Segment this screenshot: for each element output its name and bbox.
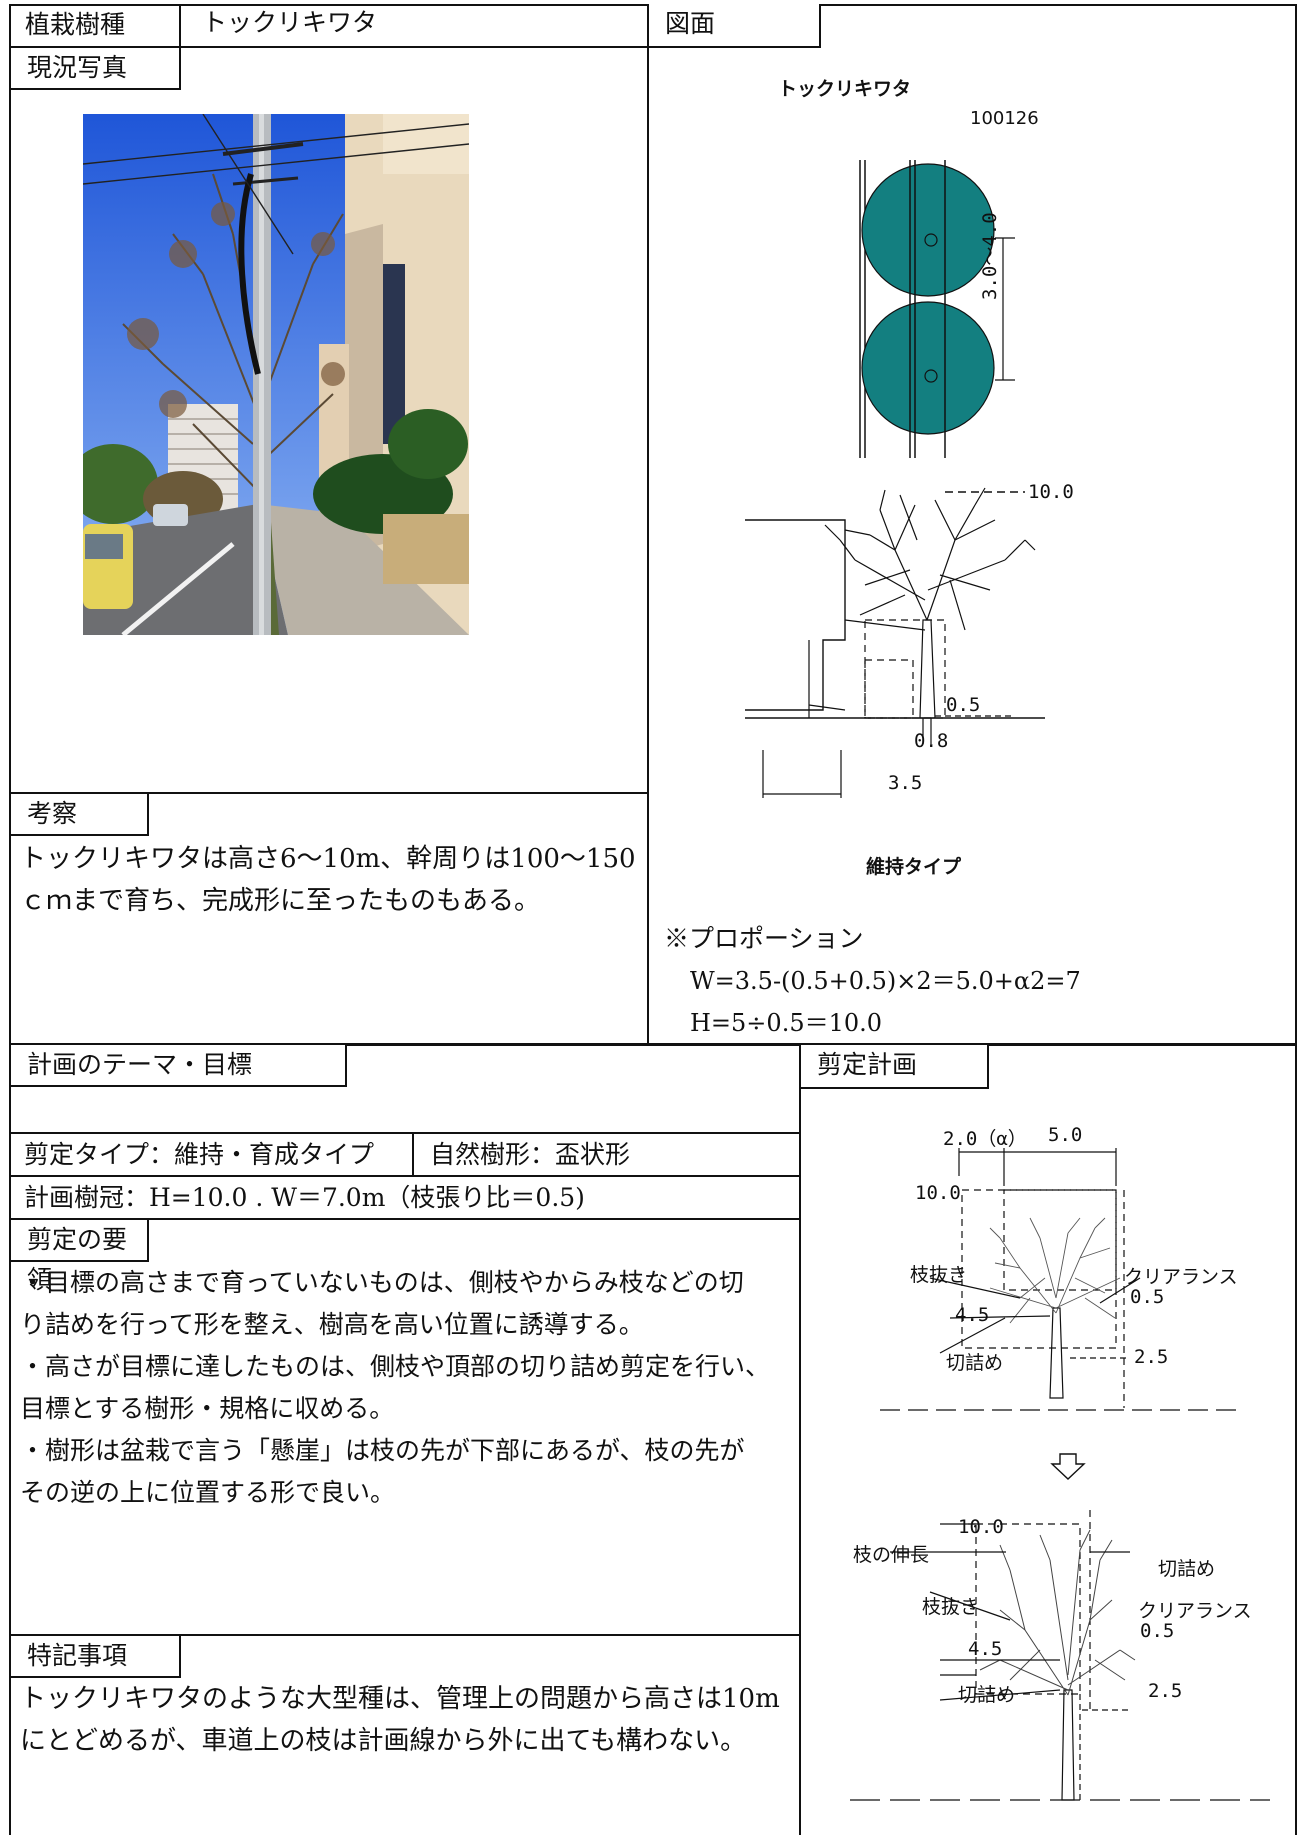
pruning-type: 剪定タイプ：維持・育成タイプ [24,1140,375,1169]
after-clearance: クリアランス [1138,1600,1252,1622]
photo-label: 現況写真 [27,53,128,82]
notes-line-2: にとどめるが、車道上の枝は計画線から外に出ても構わない。 [20,1726,747,1756]
after-height: 10.0 [958,1516,1004,1538]
before-low: 2.5 [1134,1346,1169,1368]
before-clear-val: 0.5 [1130,1286,1165,1308]
dim-width: 3.5 [888,772,923,794]
dim-trunk: 0.8 [914,730,949,752]
method-line-3: ・高さが目標に達したものは、側枝や頂部の切り詰め剪定を行い、 [20,1352,771,1381]
before-clearance: クリアランス [1124,1266,1238,1288]
dim-height: 10.0 [1028,481,1074,503]
notes-label: 特記事項 [27,1641,128,1670]
before-cut: 切詰め [946,1352,1004,1374]
after-thinning: 枝抜き [922,1596,980,1618]
top-dim-width: 5.0 [1048,1124,1083,1146]
species-label: 植栽樹種 [25,10,126,39]
divider-middle [9,1043,1297,1046]
pruning-before-diagram [880,1148,1240,1411]
observation-label: 考察 [27,799,78,828]
proportion-h: H=5÷0.5＝10.0 [690,1009,883,1037]
divider-type-bottom [9,1175,799,1177]
drawing-label-tag: 図面 [649,4,821,48]
notes-line-1: トックリキワタのような大型種は、管理上の問題から高さは10m [20,1684,780,1714]
after-extension: 枝の伸長 [853,1544,930,1566]
natural-form: 自然樹形：盃状形 [430,1140,631,1169]
pruning-plan-label: 剪定計画 [817,1050,918,1079]
before-height: 10.0 [915,1182,961,1204]
observation-line-1: トックリキワタは高さ6～10m、幹周りは100～150 [20,844,636,874]
pruning-plan-label-tag: 剪定計画 [801,1045,989,1089]
dim-clearance: 0.5 [946,694,981,716]
divider-crown [9,1218,799,1220]
divider-notes [9,1634,799,1636]
dim-spacing: 3.0～4.0 [979,212,1001,300]
method-line-2: り詰めを行って形を整え、樹高を高い位置に誘導する。 [20,1310,644,1339]
divider-header [9,46,647,48]
proportion-title: ※プロポーション [664,924,864,953]
method-line-4: 目標とする樹形・規格に収める。 [20,1394,395,1423]
plan-view-diagram [859,160,1015,458]
divider-theme [9,1132,799,1134]
theme-label-tag: 計画のテーマ・目標 [11,1045,347,1087]
method-label: 剪定の要領 [27,1225,128,1294]
divider-bottom-vertical [799,1043,801,1835]
species-value: トックリキワタ [202,8,378,37]
crown-circle-upper [861,163,995,297]
after-mid: 4.5 [968,1638,1003,1660]
transition-arrow-icon [1050,1453,1086,1480]
top-dim-alpha: 2.0（α） [943,1128,1027,1150]
after-cut-top: 切詰め [1158,1558,1216,1580]
drawing-title: トックリキワタ [778,78,912,100]
proportion-w: W=3.5-(0.5+0.5)×2＝5.0+α2=7 [690,967,1081,995]
notes-label-tag: 特記事項 [11,1636,181,1678]
crown-circle-lower [861,301,995,435]
theme-label: 計画のテーマ・目標 [27,1050,253,1079]
species-label-cell: 植栽樹種 [9,4,181,46]
before-mid: 4.5 [955,1304,990,1326]
method-line-6: その逆の上に位置する形で良い。 [20,1478,396,1507]
method-label-tag: 剪定の要領 [11,1220,149,1294]
photo-label-tag: 現況写真 [11,48,181,90]
after-cut: 切詰め [958,1684,1016,1706]
after-clear-val: 0.5 [1140,1620,1175,1642]
drawing-type-label: 維持タイプ [866,856,962,878]
after-low: 2.5 [1148,1680,1183,1702]
before-thinning: 枝抜き [910,1264,968,1286]
observation-label-tag: 考察 [11,794,149,836]
divider-type [412,1132,414,1176]
drawing-label: 図面 [665,9,716,38]
elevation-diagram [745,487,1045,798]
drawing-code: 100126 [970,108,1039,129]
planned-crown: 計画樹冠：H=10.0 . W＝7.0m（枝張り比＝0.5) [24,1183,585,1212]
method-line-1: ・目標の高さまで育っていないものは、側枝やからみ枝などの切 [20,1268,744,1297]
method-line-5: ・樹形は盆栽で言う「懸崖」は枝の先が下部にあるが、枝の先が [20,1436,745,1465]
divider-top-vertical [647,4,649,1044]
divider-observation [9,792,647,794]
current-photo [83,114,469,635]
observation-line-2: ｃｍまで育ち、完成形に至ったものもある。 [20,886,541,916]
pruning-after-diagram [850,1510,1270,1801]
